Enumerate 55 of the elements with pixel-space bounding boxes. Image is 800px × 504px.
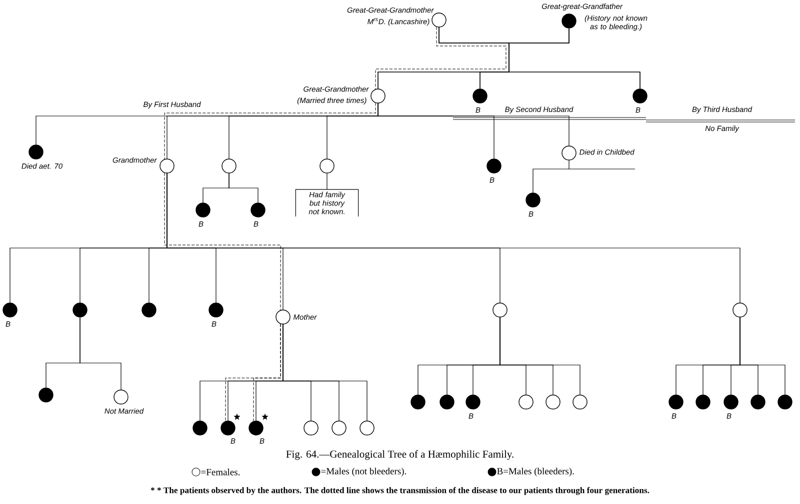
open-circle: [160, 158, 174, 174]
filled-circle: [466, 394, 480, 410]
open-circle: [518, 394, 534, 410]
descent-line: [228, 173, 258, 203]
descent-line: [282, 324, 368, 421]
filled-circle: [472, 88, 488, 104]
filled-circle: [28, 144, 44, 160]
filled-circle: [142, 302, 156, 318]
filled-circle: [38, 388, 54, 402]
filled-circle: [668, 394, 684, 410]
filled-circle: [486, 158, 502, 174]
filled-circle: [526, 192, 540, 208]
descent-line: [80, 317, 122, 390]
open-circle: [222, 158, 236, 174]
open-circle: [432, 12, 446, 28]
filled-circle: [562, 14, 576, 28]
open-circle: [562, 146, 576, 160]
open-circle: [114, 390, 128, 404]
filled-circle: [250, 202, 266, 218]
open-circle: [276, 310, 290, 324]
descent-line: [326, 173, 328, 190]
open-circle: [304, 420, 318, 436]
descent-line: [500, 317, 580, 395]
filled-circle: [778, 394, 792, 410]
filled-circle: [440, 394, 454, 410]
open-circle: [492, 302, 508, 318]
filled-circle: [248, 420, 264, 436]
descent-line: [532, 160, 570, 193]
descent-line: [740, 317, 786, 395]
filled-circle: [72, 302, 88, 318]
filled-circle: [220, 420, 236, 436]
footnote: * * The patients observed by the authors. The dotted line shows the transmission of the disease to our patients through four generations.: [150, 487, 650, 495]
filled-circle: [192, 420, 208, 436]
filled-circle: [632, 88, 648, 104]
filled-circle: [750, 394, 766, 410]
filled-circle: [2, 302, 18, 318]
open-circle: [546, 394, 560, 410]
filled-circle: [724, 394, 738, 410]
filled-circle: [696, 394, 710, 410]
legend-label: =Males (not bleeders).: [321, 468, 406, 476]
legend-label: =Females.: [201, 468, 240, 476]
legend-label: B=Males (bleeders).: [497, 468, 574, 476]
open-circle: [320, 158, 334, 174]
filled-circle: [410, 394, 426, 410]
open-circle: [360, 420, 374, 436]
filled-circle: [196, 202, 210, 218]
descent-line: [508, 28, 640, 89]
caption: Fig. 64.—Genealogical Tree of a Hæmophilic Family.: [286, 450, 514, 460]
open-circle: [332, 420, 346, 436]
descent-line: [378, 103, 570, 146]
descent-line: [166, 173, 740, 303]
filled-circle: [208, 302, 224, 318]
open-circle: [572, 394, 588, 410]
open-circle: [370, 88, 386, 104]
open-circle: [732, 302, 748, 318]
